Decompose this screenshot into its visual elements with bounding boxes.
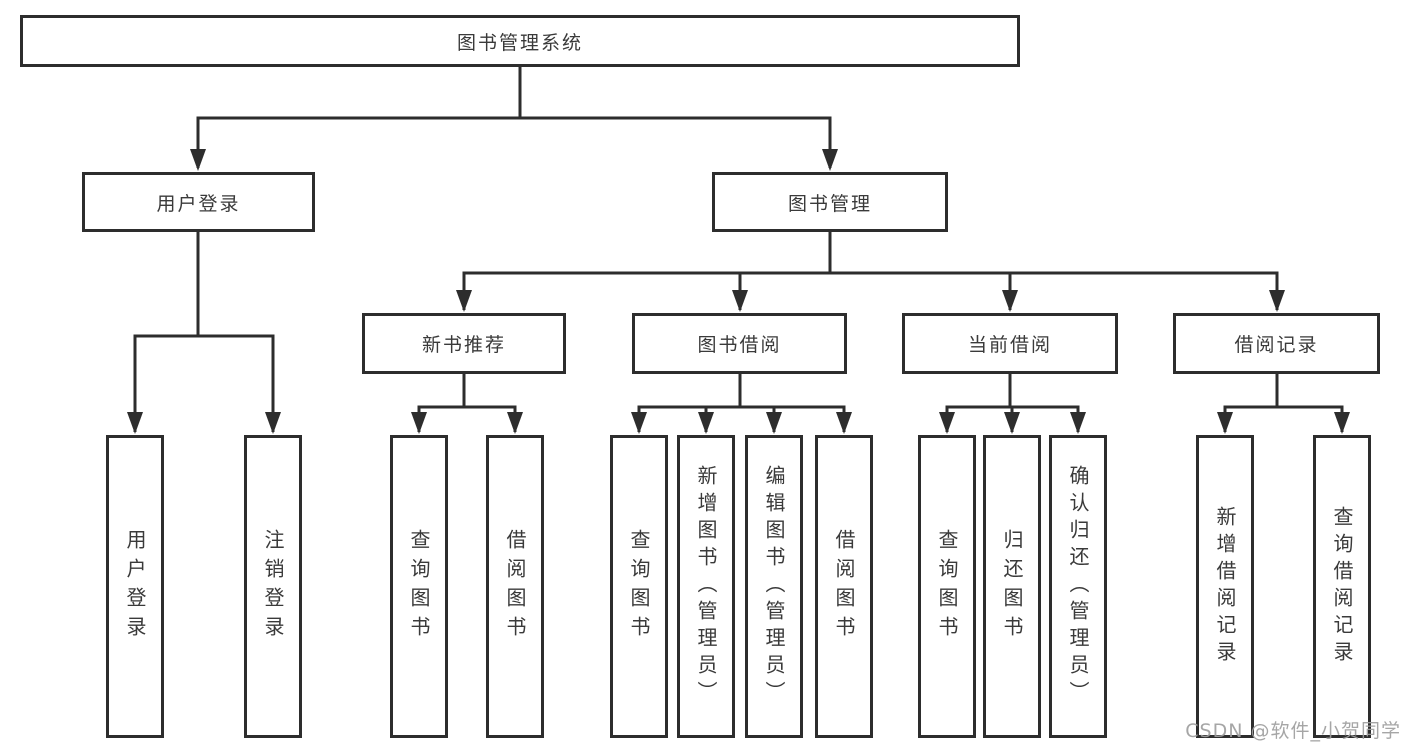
connector-current-borrow-children — [939, 374, 1086, 434]
node-library-system: 图书管理系统 — [20, 15, 1020, 67]
leaf-confirm-return-admin-label: 确认归还（管理员） — [1066, 465, 1090, 708]
node-book-mgmt: 图书管理 — [712, 172, 948, 232]
leaf-logout: 注销登录 — [244, 435, 302, 738]
leaf-borrow-book: 借阅图书 — [815, 435, 873, 738]
leaf-query-book-rec: 查询图书 — [390, 435, 448, 738]
node-borrow-record: 借阅记录 — [1173, 313, 1380, 374]
leaf-add-book-admin-label: 新增图书（管理员） — [694, 465, 718, 708]
node-library-system-label: 图书管理系统 — [456, 31, 583, 54]
leaf-confirm-return-admin: 确认归还（管理员） — [1049, 435, 1107, 738]
leaf-query-book-borrow-label: 查询图书 — [627, 528, 651, 645]
connector-new-book-rec-children — [411, 374, 523, 434]
leaf-logout-label: 注销登录 — [261, 528, 285, 645]
leaf-add-book-admin: 新增图书（管理员） — [677, 435, 735, 738]
leaf-edit-book-admin: 编辑图书（管理员） — [745, 435, 803, 738]
node-borrow-record-label: 借阅记录 — [1234, 334, 1319, 356]
leaf-add-borrow-record-label: 新增借阅记录 — [1213, 505, 1237, 668]
leaf-query-borrow-record-label: 查询借阅记录 — [1330, 505, 1354, 668]
leaf-user-login-label: 用户登录 — [123, 528, 147, 645]
leaf-query-book-current-label: 查询图书 — [935, 528, 959, 645]
node-new-book-rec-label: 新书推荐 — [421, 334, 506, 356]
node-current-borrow: 当前借阅 — [902, 313, 1118, 374]
node-current-borrow-label: 当前借阅 — [967, 334, 1052, 356]
connector-root-to-level2 — [190, 66, 838, 171]
node-book-mgmt-label: 图书管理 — [787, 192, 872, 215]
leaf-add-borrow-record: 新增借阅记录 — [1196, 435, 1254, 738]
node-book-borrow-label: 图书借阅 — [697, 334, 782, 356]
leaf-user-login: 用户登录 — [106, 435, 164, 738]
connector-book-mgmt-children — [456, 232, 1285, 312]
node-user-login-label: 用户登录 — [156, 192, 241, 215]
node-new-book-rec: 新书推荐 — [362, 313, 566, 374]
leaf-query-book-rec-label: 查询图书 — [407, 528, 431, 645]
leaf-edit-book-admin-label: 编辑图书（管理员） — [762, 465, 786, 708]
leaf-borrow-book-rec: 借阅图书 — [486, 435, 544, 738]
leaf-query-borrow-record: 查询借阅记录 — [1313, 435, 1371, 738]
connector-book-borrow-children — [631, 374, 852, 434]
leaf-query-book-current: 查询图书 — [918, 435, 976, 738]
leaf-query-book-borrow: 查询图书 — [610, 435, 668, 738]
leaf-return-book-label: 归还图书 — [1000, 528, 1024, 645]
csdn-watermark: CSDN @软件_小贺同学 — [1185, 720, 1401, 742]
leaf-return-book: 归还图书 — [983, 435, 1041, 738]
leaf-borrow-book-rec-label: 借阅图书 — [503, 528, 527, 645]
connector-borrow-record-children — [1217, 374, 1350, 434]
node-book-borrow: 图书借阅 — [632, 313, 847, 374]
node-user-login: 用户登录 — [82, 172, 315, 232]
connector-user-login-children — [127, 232, 281, 434]
leaf-borrow-book-label: 借阅图书 — [832, 528, 856, 645]
